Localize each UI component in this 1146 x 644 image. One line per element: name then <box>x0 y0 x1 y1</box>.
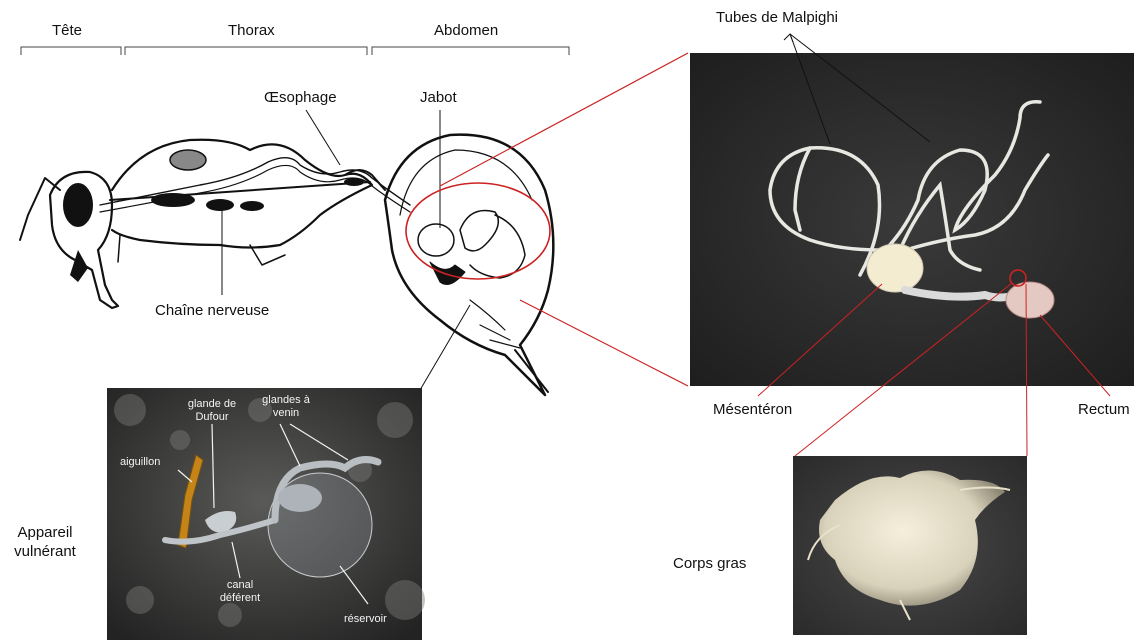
proventriculus <box>460 210 498 250</box>
mouthparts <box>70 250 88 282</box>
venom-apparatus-title-line1: Appareil <box>6 523 84 542</box>
head-label: Tête <box>52 22 82 39</box>
vas-deferens-label: canal déférent <box>210 579 270 605</box>
gut-photo-background <box>690 53 1134 386</box>
venom-gland-body <box>278 484 322 512</box>
hindgut <box>430 262 465 284</box>
dufour-gland-label-line1: glande de <box>176 398 248 411</box>
crop <box>418 224 454 256</box>
abdomen-bracket <box>372 47 569 55</box>
head-bracket <box>21 47 121 55</box>
thorax-label: Thorax <box>228 22 275 39</box>
gaster-inner-wall <box>400 150 532 215</box>
nerve-chain-label: Chaîne nerveuse <box>155 302 269 319</box>
abdomen-label: Abdomen <box>434 22 498 39</box>
venom-glands-label-line1: glandes à <box>250 394 322 407</box>
midgut-label: Mésentéron <box>713 401 792 418</box>
nerve-cord <box>110 182 370 200</box>
crop-label: Jabot <box>420 89 457 106</box>
zoom-circle <box>406 183 550 279</box>
midgut-shape <box>867 244 923 292</box>
drawing-leader-lines <box>222 110 470 390</box>
thorax-bracket <box>125 47 367 55</box>
gut-photo <box>690 53 1134 386</box>
zoom-line-top <box>440 53 688 186</box>
fat-body-label: Corps gras <box>673 555 746 572</box>
venom-apparatus-leader <box>420 305 470 390</box>
venom-apparatus-title-line2: vulnérant <box>6 542 84 561</box>
zoom-line-bottom <box>520 300 688 386</box>
venom-glands-label: glandes à venin <box>250 394 322 420</box>
region-brackets <box>21 47 569 55</box>
venom-region <box>470 300 520 348</box>
reservoir-label: réservoir <box>344 613 387 626</box>
oesophagus-label: Œsophage <box>264 89 337 106</box>
fat-body-photo <box>793 456 1027 635</box>
rectum-label: Rectum <box>1078 401 1130 418</box>
sting-label: aiguillon <box>120 456 160 469</box>
oesophagus-leader <box>306 110 340 165</box>
dufour-gland-label: glande de Dufour <box>176 398 248 424</box>
venom-apparatus-title: Appareil vulnérant <box>6 523 84 561</box>
vas-deferens-label-line2: déférent <box>210 592 270 605</box>
thorax-outline <box>112 140 372 248</box>
malpighian-tubules-label: Tubes de Malpighi <box>716 9 838 26</box>
venom-glands-label-line2: venin <box>250 407 322 420</box>
brain <box>63 183 93 227</box>
ant-sagittal-drawing <box>20 135 553 395</box>
rectum-shape <box>1006 282 1054 318</box>
dufour-gland-label-line2: Dufour <box>176 411 248 424</box>
thorax-muscle-block <box>170 150 206 170</box>
vas-deferens-label-line1: canal <box>210 579 270 592</box>
